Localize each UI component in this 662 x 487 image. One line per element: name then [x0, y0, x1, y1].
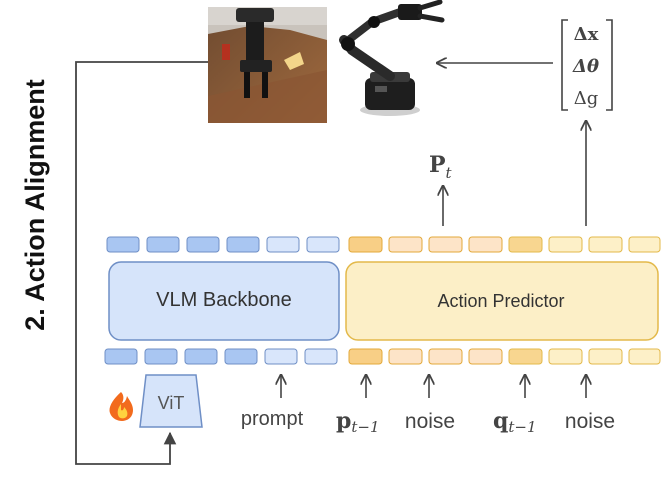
- section-title: 2. Action Alignment: [20, 79, 50, 331]
- robot-arm-render: [339, 0, 445, 116]
- feedback-loop-line: [75, 61, 208, 465]
- predictor-top-token: [348, 236, 383, 253]
- vlm-top-token: [186, 236, 220, 253]
- input-prompt: prompt: [241, 408, 304, 430]
- fire-icon: [109, 392, 133, 421]
- vlm-bottom-token: [264, 348, 298, 365]
- delta-g: Δg: [574, 88, 599, 109]
- predictor-top-token: [628, 236, 661, 253]
- input-p-sub: t−1: [351, 418, 379, 436]
- predictor-top-token: [468, 236, 503, 253]
- action-predictor-box: [345, 261, 659, 341]
- input-noise-1: noise: [405, 410, 455, 433]
- vlm-bottom-token: [144, 348, 178, 365]
- predictor-top-token: [428, 236, 463, 253]
- predictor-bottom-token: [588, 348, 623, 365]
- vlm-top-token: [106, 236, 140, 253]
- predictor-bottom-token: [548, 348, 583, 365]
- vlm-top-token: [266, 236, 300, 253]
- predictor-top-token: [548, 236, 583, 253]
- delta-theta: Δθ: [572, 56, 599, 77]
- pt-sub: t: [446, 164, 453, 182]
- pt-main: P: [429, 152, 446, 178]
- svg-text:Pt: Pt: [429, 152, 453, 182]
- input-q: qt−1: [493, 408, 537, 436]
- top-token-row: [106, 236, 661, 253]
- predictor-bottom-token: [388, 348, 423, 365]
- predictor-bottom-token: [468, 348, 503, 365]
- vlm-backbone-label: VLM Backbone: [156, 289, 292, 311]
- vlm-bottom-token: [304, 348, 338, 365]
- robot-camera-photo: [208, 7, 327, 123]
- predictor-bottom-token: [628, 348, 661, 365]
- predictor-bottom-token: [508, 348, 543, 365]
- vlm-bottom-token: [224, 348, 258, 365]
- vit-encoder: [139, 374, 203, 428]
- vlm-bottom-token: [184, 348, 218, 365]
- predictor-bottom-token: [428, 348, 463, 365]
- action-predictor-label: Action Predictor: [437, 291, 564, 311]
- vlm-top-token: [146, 236, 180, 253]
- delta-vector: Δx Δθ Δg: [561, 19, 613, 111]
- vlm-bottom-token: [104, 348, 138, 365]
- predictor-bottom-token: [348, 348, 383, 365]
- input-p-main: p: [336, 408, 351, 434]
- vlm-top-token: [226, 236, 260, 253]
- input-p: pt−1: [336, 408, 380, 436]
- predictor-top-token: [508, 236, 543, 253]
- vlm-backbone-box: [108, 261, 340, 341]
- input-noise-2: noise: [565, 410, 615, 433]
- vlm-top-token: [306, 236, 340, 253]
- output-pt-label: Pt: [429, 152, 453, 182]
- input-q-main: q: [493, 408, 508, 434]
- vit-label: ViT: [158, 393, 185, 413]
- predictor-top-token: [388, 236, 423, 253]
- predictor-top-token: [588, 236, 623, 253]
- delta-x: Δx: [574, 24, 599, 45]
- bottom-token-row: [104, 348, 661, 365]
- input-q-sub: t−1: [508, 418, 536, 436]
